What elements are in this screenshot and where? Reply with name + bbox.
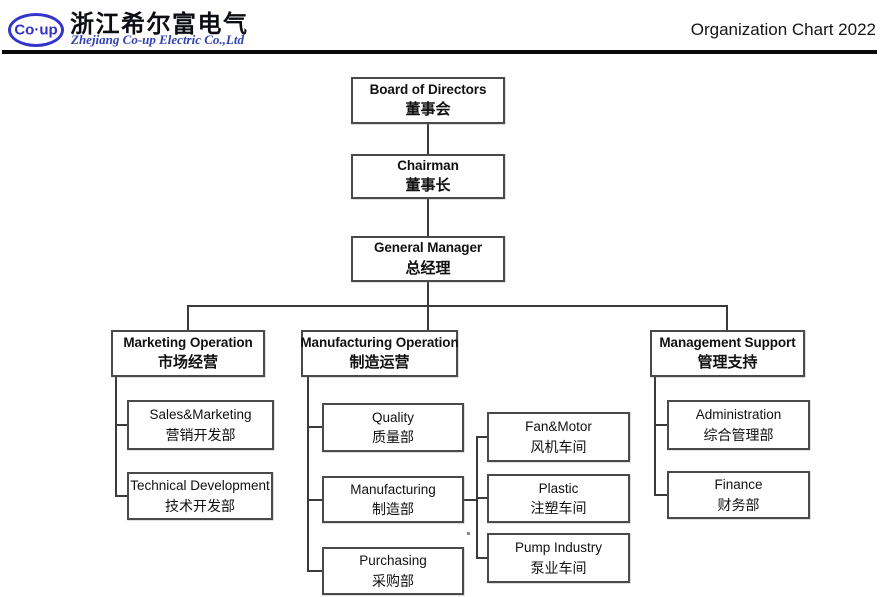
org-node-label-zh: 市场经营: [157, 354, 218, 372]
connector-line: [464, 499, 478, 501]
company-name-chinese: 浙江希尔富电气: [70, 11, 249, 38]
org-node-label-zh: 采购部: [372, 572, 414, 589]
org-node-marketing-operation: Marketing Operation 市场经营: [111, 330, 265, 377]
company-logo: Co·up: [8, 13, 64, 47]
connector-line: [654, 377, 656, 495]
org-node-label-en: Administration: [695, 407, 782, 423]
org-node-label-en: Manufacturing Operation: [300, 334, 459, 350]
connector-line: [187, 305, 728, 307]
org-node-label-en: Technical Development: [130, 478, 270, 494]
org-node-administration: Administration 综合管理部: [667, 400, 810, 450]
org-node-label-en: Sales&Marketing: [149, 407, 252, 423]
connector-line: [427, 199, 429, 236]
org-node-management-support: Management Support 管理支持: [650, 330, 805, 377]
org-node-label-en: Manufacturing: [350, 481, 436, 497]
connector-line: [115, 495, 129, 497]
connector-line: [476, 557, 489, 559]
connector-line: [476, 436, 489, 438]
connector-line: [726, 306, 728, 330]
org-node-purchasing: Purchasing 采购部: [322, 547, 464, 595]
org-node-label-en: Marketing Operation: [123, 334, 253, 350]
org-node-technical-development: Technical Development 技术开发部: [127, 472, 273, 520]
org-node-label-en: Fan&Motor: [525, 419, 592, 435]
org-node-finance: Finance 财务部: [667, 471, 810, 519]
org-node-plastic: Plastic 注塑车间: [487, 474, 630, 523]
connector-line: [307, 570, 324, 572]
company-name-english: Zhejiang Co-up Electric Co.,Ltd: [71, 32, 244, 47]
org-node-label-zh: 董事会: [405, 101, 451, 119]
org-node-label-zh: 总经理: [405, 259, 451, 277]
org-node-label-en: Chairman: [397, 157, 459, 173]
org-node-label-en: Board of Directors: [369, 81, 487, 97]
org-node-general-manager: General Manager 总经理: [351, 236, 505, 282]
connector-line: [654, 424, 669, 426]
header-divider: [2, 50, 877, 54]
connector-line: [115, 377, 117, 497]
connector-line: [187, 306, 189, 330]
org-node-label-zh: 泵业车间: [530, 559, 587, 576]
org-node-sales-marketing: Sales&Marketing 营销开发部: [127, 400, 274, 450]
org-node-label-zh: 技术开发部: [165, 497, 235, 514]
org-node-label-zh: 综合管理部: [703, 426, 774, 443]
org-node-label-en: Finance: [714, 477, 763, 493]
org-node-label-zh: 注塑车间: [530, 500, 587, 517]
connector-line: [307, 377, 309, 572]
org-node-label-zh: 质量部: [372, 429, 414, 446]
connector-line: [307, 426, 324, 428]
org-node-label-en: General Manager: [373, 240, 483, 256]
org-node-label-zh: 营销开发部: [165, 426, 236, 443]
connector-line: [307, 499, 324, 501]
connector-line: [654, 494, 669, 496]
page-header: Co·up 浙江希尔富电气 Zhejiang Co-up Electric Co…: [0, 0, 883, 56]
org-node-label-en: Quality: [371, 409, 415, 425]
org-node-label-en: Pump Industry: [514, 540, 603, 556]
org-node-label-en: Plastic: [538, 480, 579, 496]
org-node-label-zh: 制造运营: [349, 354, 410, 372]
org-node-label-en: Purchasing: [359, 553, 427, 569]
stray-dot: [467, 532, 470, 535]
document-title: Organization Chart 2022: [690, 20, 876, 39]
org-node-chairman: Chairman 董事长: [351, 154, 505, 199]
org-node-quality: Quality 质量部: [322, 403, 464, 452]
org-node-label-zh: 制造部: [372, 501, 414, 518]
org-node-label-zh: 风机车间: [530, 438, 587, 455]
org-node-label-zh: 董事长: [405, 177, 451, 195]
connector-line: [427, 124, 429, 154]
org-node-label-zh: 管理支持: [697, 354, 758, 372]
connector-line: [476, 497, 489, 499]
connector-line: [115, 424, 129, 426]
org-node-board-of-directors: Board of Directors 董事会: [351, 77, 505, 124]
org-node-manufacturing: Manufacturing 制造部: [322, 476, 464, 523]
logo-text: Co·up: [14, 21, 58, 38]
org-node-pump-industry: Pump Industry 泵业车间: [487, 533, 630, 583]
org-node-label-zh: 财务部: [717, 496, 760, 513]
org-node-fan-motor: Fan&Motor 风机车间: [487, 412, 630, 462]
org-node-manufacturing-operation: Manufacturing Operation 制造运营: [300, 330, 459, 377]
org-node-label-en: Management Support: [659, 334, 796, 350]
